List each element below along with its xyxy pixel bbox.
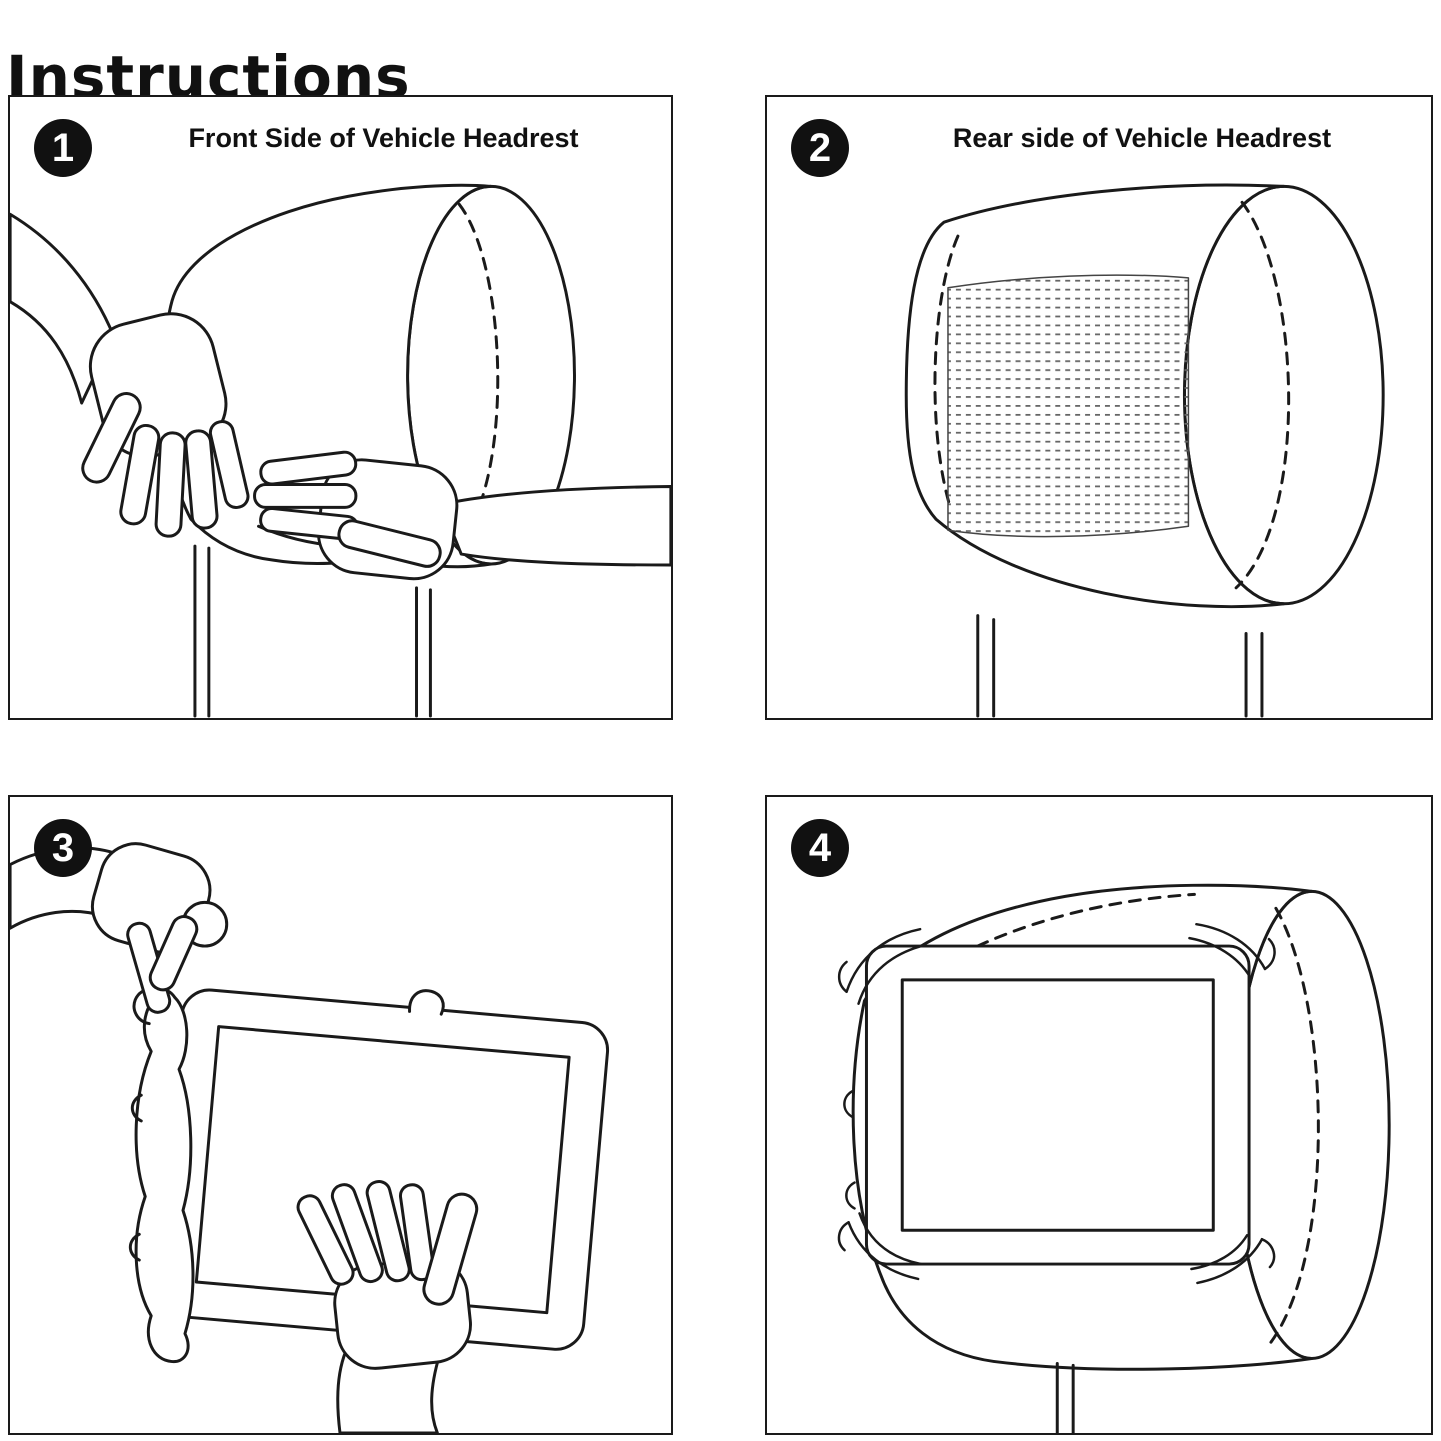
upper-hand — [10, 842, 229, 1014]
headrest-rear — [904, 183, 1385, 609]
headrest-rear-illustration — [904, 183, 1385, 718]
tablet-screen — [900, 978, 1215, 1232]
silicone-strap — [128, 987, 195, 1363]
headrest-posts — [193, 544, 432, 718]
left-seam-dashed — [933, 234, 960, 508]
right-hand — [253, 450, 671, 581]
step-3-badge: 3 — [34, 819, 92, 877]
tablet-strap-illustration — [10, 842, 610, 1433]
headrest-front — [162, 183, 576, 569]
panel-step-3: 3 — [8, 795, 673, 1435]
lower-hand — [296, 1180, 479, 1433]
headrest-posts — [976, 614, 1264, 718]
tablet — [156, 988, 610, 1351]
step-2-badge: 2 — [791, 119, 849, 177]
mesh-pocket — [947, 274, 1190, 538]
headrest-posts — [1055, 1361, 1075, 1433]
stitch-seam-dashed — [1234, 200, 1291, 590]
panel-step-4: 4 — [765, 795, 1433, 1435]
top-hook — [408, 989, 445, 1016]
headrest-front-illustration — [10, 183, 671, 718]
tablet — [864, 944, 1251, 1266]
panel-step-1: 1 Front Side of Vehicle Headrest — [8, 95, 673, 720]
step-1-caption: Front Side of Vehicle Headrest — [188, 123, 579, 153]
left-hand — [10, 212, 250, 538]
panel-step-2: 2 Rear side of Vehicle Headrest — [765, 95, 1433, 720]
step-4-badge: 4 — [791, 819, 849, 877]
step-2-caption: Rear side of Vehicle Headrest — [952, 123, 1332, 153]
corner-straps — [837, 922, 1276, 1285]
stitch-seam-dashed — [1268, 906, 1320, 1346]
mounted-tablet-illustration — [837, 883, 1391, 1433]
step-1-badge: 1 — [34, 119, 92, 177]
